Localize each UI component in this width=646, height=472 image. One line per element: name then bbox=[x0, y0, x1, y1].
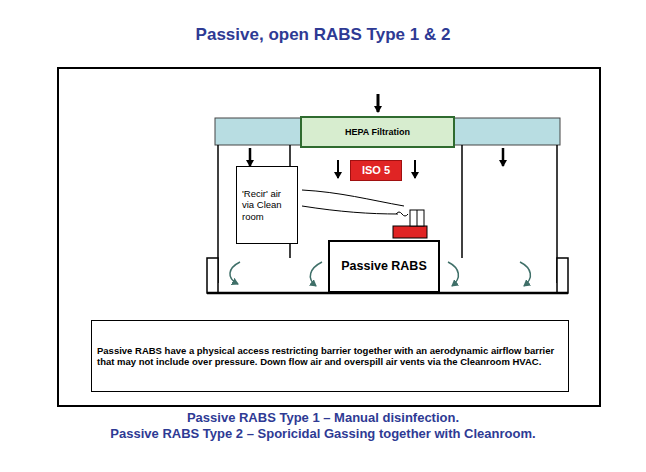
node-text: ISO 5 bbox=[362, 164, 390, 177]
diagram-caption: Passive RABS Type 1 – Manual disinfectio… bbox=[0, 410, 646, 425]
outer-frame bbox=[58, 68, 600, 406]
airflow-line bbox=[302, 190, 404, 206]
diagram-title: Passive, open RABS Type 1 & 2 bbox=[0, 25, 646, 45]
filling-machine bbox=[417, 210, 418, 226]
hepa-filter-box: HEPA Filtration bbox=[300, 116, 455, 148]
note-box: Passive RABS have a physical access rest… bbox=[91, 320, 569, 392]
recirculation-box: 'Recir' air via Clean room bbox=[236, 166, 298, 244]
downflow-arrow bbox=[249, 148, 252, 166]
iso-grade-box: ISO 5 bbox=[350, 160, 402, 181]
node-text: Passive RABS have a physical access rest… bbox=[97, 345, 563, 368]
node-text: 'Recir' air via Clean room bbox=[242, 188, 292, 222]
rabs-barrier bbox=[461, 145, 463, 258]
node-text: Passive RABS bbox=[341, 259, 426, 274]
airflow-line bbox=[396, 212, 408, 216]
overspill-arrow bbox=[230, 262, 240, 284]
filling-machine bbox=[393, 226, 427, 238]
airflow-line bbox=[302, 206, 398, 214]
node-text: HEPA Filtration bbox=[345, 127, 410, 138]
supply-arrow bbox=[377, 94, 380, 112]
caption-line: Passive RABS Type 2 – Sporicidal Gassing… bbox=[0, 426, 646, 441]
overspill-arrow bbox=[520, 262, 530, 286]
rabs-box: Passive RABS bbox=[328, 240, 440, 293]
filling-machine bbox=[410, 210, 424, 226]
overspill-arrow bbox=[448, 262, 458, 286]
wall-vent bbox=[557, 258, 568, 293]
downflow-arrow bbox=[414, 160, 416, 178]
downflow-arrow bbox=[337, 160, 339, 178]
overspill-arrow bbox=[310, 262, 322, 286]
wall-vent bbox=[207, 258, 218, 293]
downflow-arrow bbox=[502, 148, 505, 166]
